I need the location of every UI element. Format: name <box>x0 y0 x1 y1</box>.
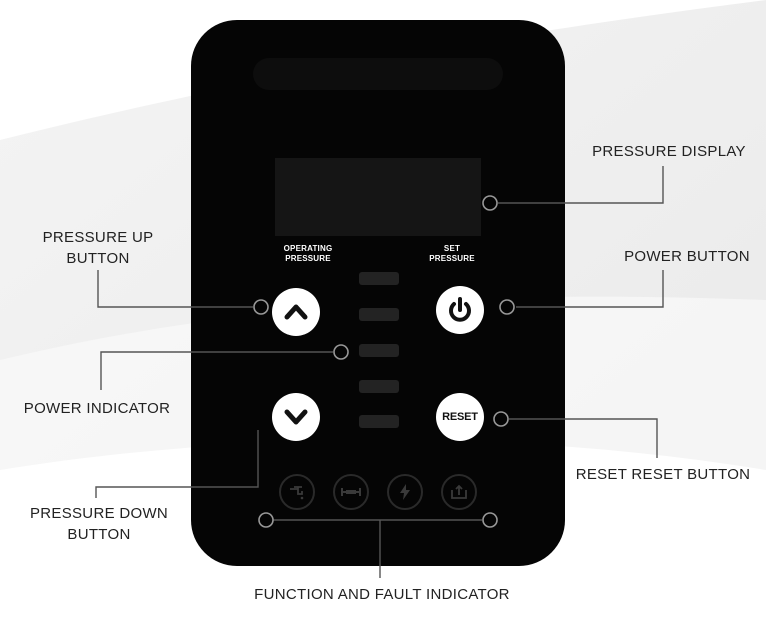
logo-area <box>253 58 503 90</box>
power-icon <box>449 297 471 322</box>
fault-indicator-tank <box>441 474 477 510</box>
callout-dot <box>333 344 349 360</box>
callout-power-indicator: POWER INDICATOR <box>23 400 171 417</box>
callout-pressure-up: PRESSURE UP BUTTON <box>42 229 154 267</box>
lightning-icon <box>400 484 410 500</box>
callout-dot <box>482 195 498 211</box>
pressure-up-button[interactable] <box>272 288 320 336</box>
fault-indicator-faucet <box>279 474 315 510</box>
callout-power-button: POWER BUTTON <box>624 248 750 265</box>
pressure-indicator-led <box>359 272 399 285</box>
callout-dot <box>499 299 515 315</box>
set-pressure-label: SET PRESSURE <box>429 244 475 263</box>
reset-button-label: RESET <box>442 411 478 423</box>
chevron-up-icon <box>284 304 308 320</box>
operating-pressure-label: OPERATING PRESSURE <box>283 244 333 263</box>
pressure-indicator-led <box>359 415 399 428</box>
chevron-down-icon <box>284 409 308 425</box>
pressure-indicator-led <box>359 308 399 321</box>
fault-indicator-pipe <box>333 474 369 510</box>
callout-reset-button: RESET RESET BUTTON <box>575 466 751 483</box>
callout-dot <box>253 299 269 315</box>
reset-button[interactable]: RESET <box>436 393 484 441</box>
power-indicator-led <box>359 344 399 357</box>
power-button[interactable] <box>436 286 484 334</box>
control-panel: OPERATING PRESSURE SET PRESSURE RESET <box>191 20 565 566</box>
pressure-display <box>275 158 481 236</box>
callout-dot <box>482 512 498 528</box>
pressure-down-button[interactable] <box>272 393 320 441</box>
callout-function-fault: FUNCTION AND FAULT INDICATOR <box>254 586 510 603</box>
fault-indicator-power <box>387 474 423 510</box>
callout-pressure-down: PRESSURE DOWN BUTTON <box>29 505 169 543</box>
tank-level-icon <box>451 484 467 499</box>
callout-pressure-display: PRESSURE DISPLAY <box>592 143 746 160</box>
callout-dot <box>493 411 509 427</box>
pipe-icon <box>341 488 361 496</box>
faucet-icon <box>290 486 304 500</box>
callout-dot <box>258 512 274 528</box>
pressure-indicator-led <box>359 380 399 393</box>
